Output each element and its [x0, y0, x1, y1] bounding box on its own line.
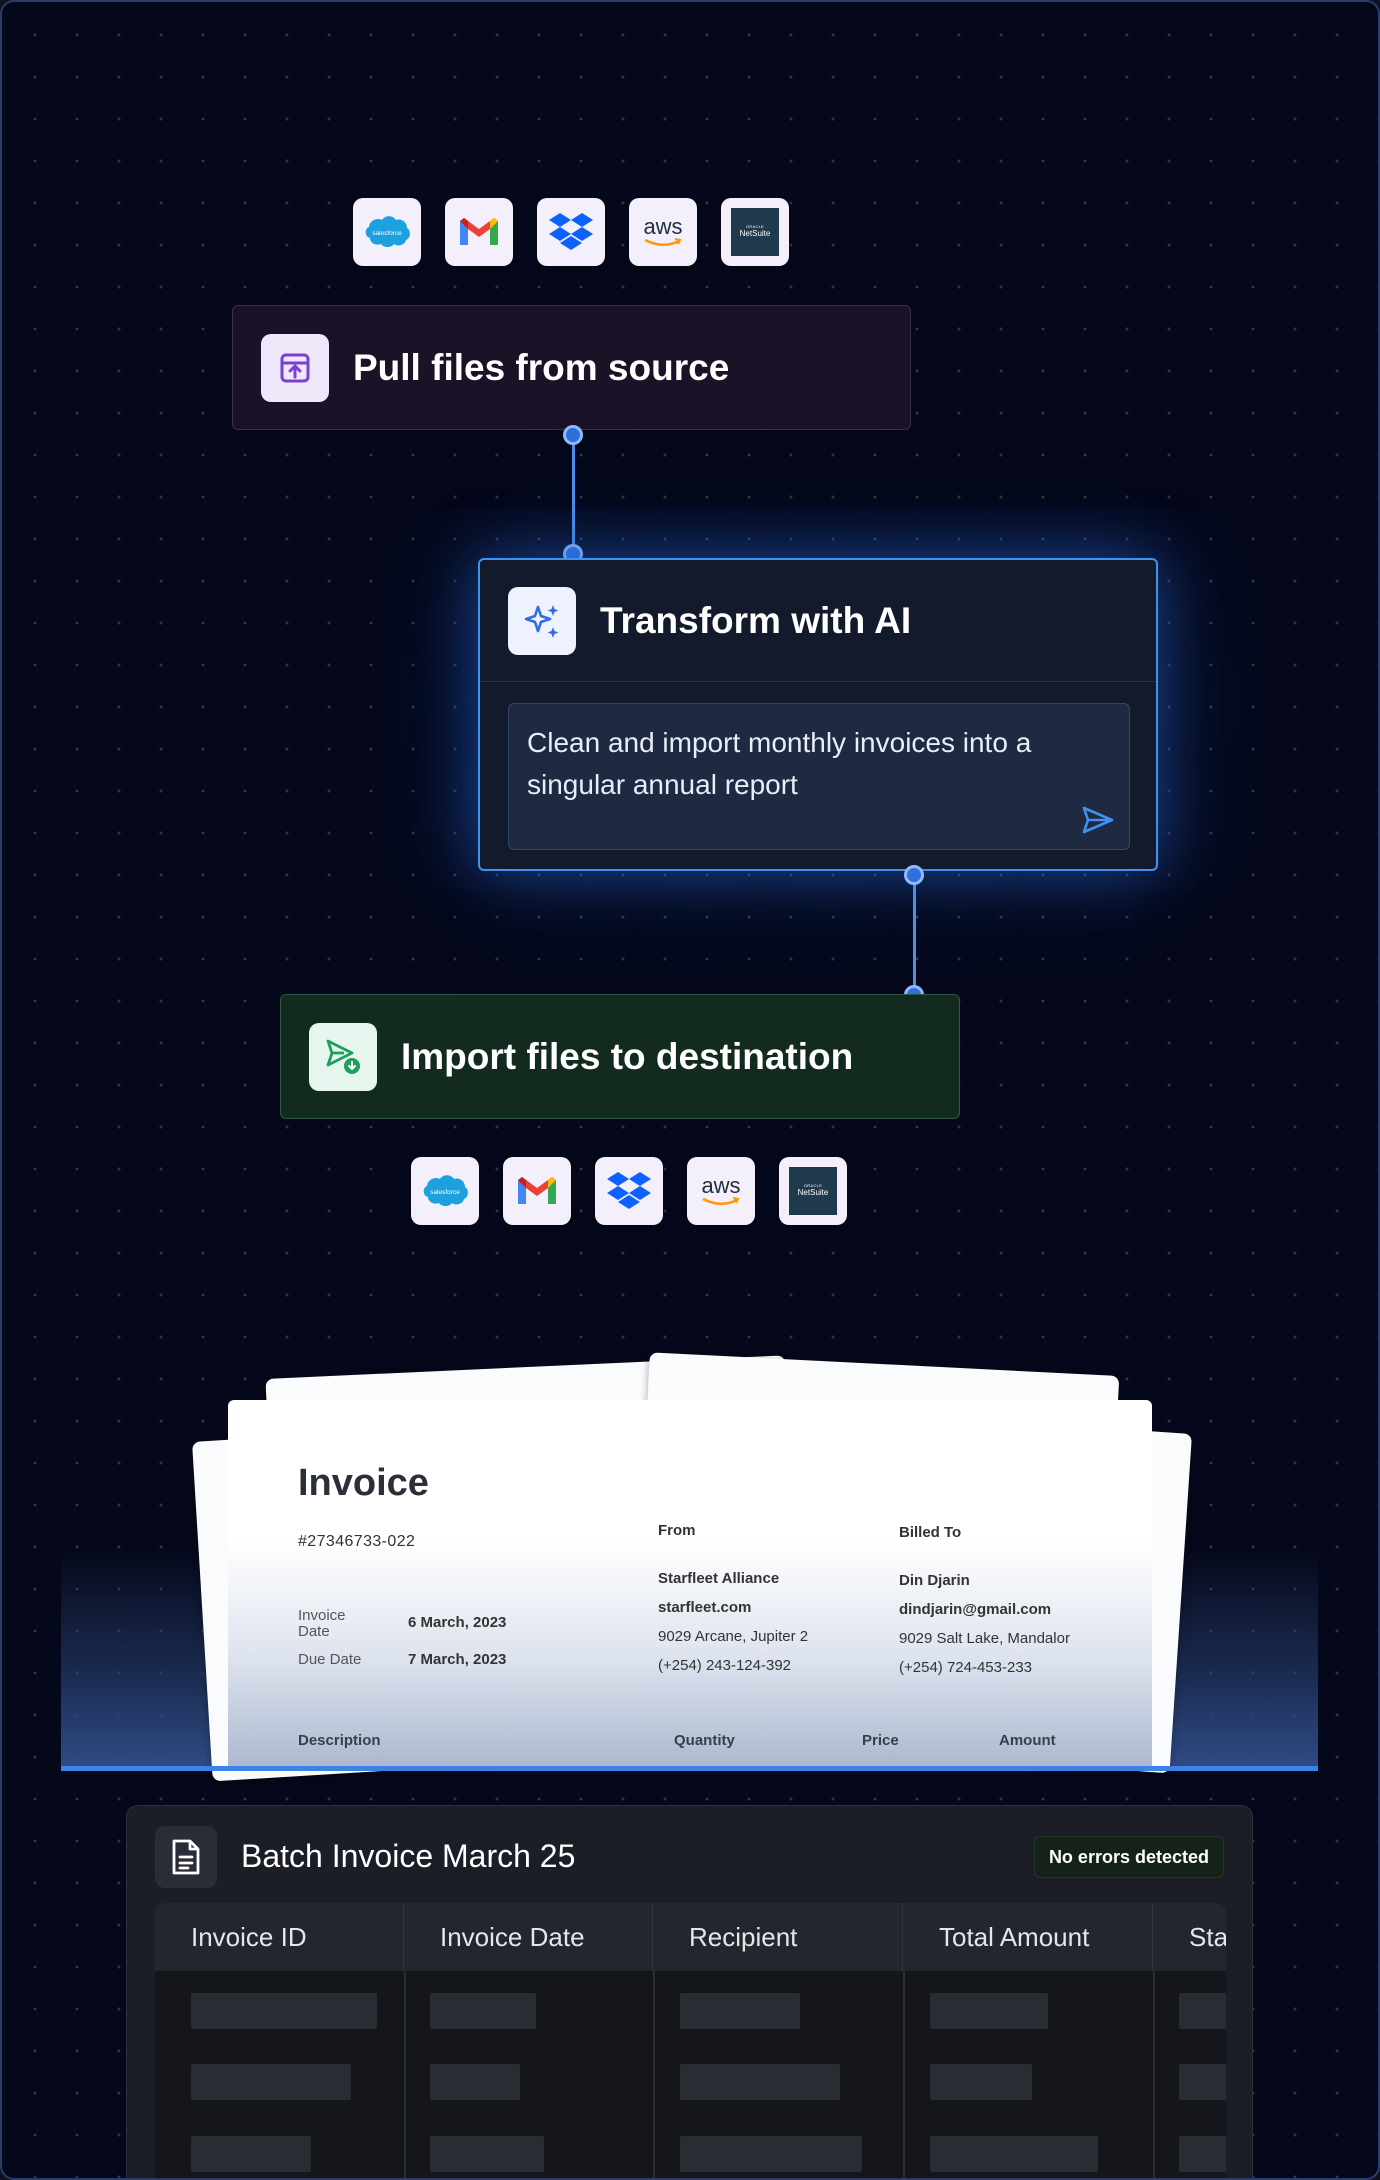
- col-price: Price: [862, 1732, 899, 1749]
- transform-ai-step[interactable]: Transform with AI Clean and import month…: [478, 558, 1158, 871]
- destination-icons: salesforce aws ORACLE: [411, 1157, 847, 1225]
- skeleton-cell: [191, 2064, 351, 2100]
- col-description: Description: [298, 1732, 381, 1749]
- send-download-icon: [309, 1022, 377, 1091]
- gmail-icon[interactable]: [445, 198, 513, 266]
- skeleton-cell: [1179, 2064, 1226, 2100]
- invoice-date-label: Invoice Date: [298, 1607, 346, 1640]
- skeleton-cell: [430, 2064, 520, 2100]
- connector-line: [572, 434, 575, 554]
- salesforce-icon[interactable]: salesforce: [411, 1157, 479, 1225]
- salesforce-icon[interactable]: salesforce: [353, 198, 421, 266]
- import-files-step[interactable]: Import files to destination: [280, 994, 960, 1119]
- billed-email: dindjarin@gmail.com: [899, 1601, 1052, 1618]
- send-icon[interactable]: [1081, 805, 1115, 835]
- skeleton-cell: [930, 2064, 1032, 2100]
- status-badge: No errors detected: [1033, 1836, 1224, 1878]
- netsuite-icon[interactable]: ORACLE NetSuite: [721, 198, 789, 266]
- sparkles-icon: [508, 586, 576, 655]
- ai-prompt-input[interactable]: Clean and import monthly invoices into a…: [508, 703, 1130, 850]
- svg-text:salesforce: salesforce: [372, 230, 402, 237]
- th-recipient[interactable]: Recipient: [653, 1903, 903, 1971]
- connector-line: [913, 874, 916, 994]
- archive-upload-icon: [261, 333, 329, 402]
- col-quantity: Quantity: [674, 1732, 735, 1749]
- skeleton-cell: [680, 1993, 800, 2029]
- skeleton-cell: [191, 2136, 311, 2172]
- batch-invoice-panel: Batch Invoice March 25 No errors detecte…: [126, 1805, 1253, 2178]
- billed-to-label: Billed To: [899, 1524, 962, 1541]
- skeleton-cell: [430, 1993, 536, 2029]
- document-icon: [155, 1826, 217, 1888]
- ai-prompt-text: Clean and import monthly invoices into a…: [527, 727, 1032, 800]
- connector-handle[interactable]: [904, 865, 924, 885]
- column-divider: [903, 1971, 905, 2178]
- invoice-document: Invoice #27346733-022 Invoice Date 6 Mar…: [228, 1400, 1152, 1770]
- due-date-value: 7 March, 2023: [408, 1651, 507, 1668]
- aws-icon[interactable]: aws: [687, 1157, 755, 1225]
- from-label: From: [658, 1522, 696, 1539]
- th-invoice-date[interactable]: Invoice Date: [404, 1903, 653, 1971]
- skeleton-cell: [930, 1993, 1048, 2029]
- pull-step-title: Pull files from source: [353, 346, 730, 388]
- from-phone: (+254) 243-124-392: [658, 1657, 792, 1674]
- gmail-icon[interactable]: [503, 1157, 571, 1225]
- batch-table: Invoice ID Invoice Date Recipient Total …: [155, 1903, 1226, 2178]
- transform-step-title: Transform with AI: [600, 599, 912, 641]
- from-address: 9029 Arcane, Jupiter 2: [658, 1628, 809, 1645]
- invoice-title: Invoice: [298, 1462, 429, 1504]
- billed-name: Din Djarin: [899, 1572, 970, 1589]
- batch-title: Batch Invoice March 25: [241, 1838, 576, 1874]
- column-divider: [404, 1971, 406, 2178]
- skeleton-cell: [930, 2136, 1098, 2172]
- column-divider: [653, 1971, 655, 2178]
- aws-icon[interactable]: aws: [629, 198, 697, 266]
- source-icons: salesforce aws ORACLE: [353, 198, 789, 266]
- from-site: starfleet.com: [658, 1599, 752, 1616]
- netsuite-icon[interactable]: ORACLE NetSuite: [779, 1157, 847, 1225]
- due-date-label: Due Date: [298, 1651, 362, 1668]
- table-header: Invoice ID Invoice Date Recipient Total …: [155, 1903, 1226, 1971]
- svg-text:salesforce: salesforce: [430, 1189, 460, 1196]
- dropbox-icon[interactable]: [595, 1157, 663, 1225]
- drop-zone-line: [61, 1766, 1318, 1771]
- invoice-number: #27346733-022: [298, 1533, 416, 1550]
- th-status[interactable]: Stat: [1189, 1921, 1226, 1952]
- transform-header: Transform with AI: [480, 560, 1156, 682]
- pull-files-step[interactable]: Pull files from source: [232, 305, 911, 430]
- billed-phone: (+254) 724-453-233: [899, 1659, 1033, 1676]
- skeleton-cell: [680, 2064, 840, 2100]
- th-total-amount[interactable]: Total Amount: [903, 1903, 1153, 1971]
- column-divider: [1153, 1971, 1155, 2178]
- connector-handle[interactable]: [563, 425, 583, 445]
- skeleton-cell: [680, 2136, 862, 2172]
- skeleton-cell: [430, 2136, 544, 2172]
- billed-address: 9029 Salt Lake, Mandalor: [899, 1630, 1070, 1647]
- th-invoice-id[interactable]: Invoice ID: [155, 1903, 404, 1971]
- skeleton-cell: [191, 1993, 377, 2029]
- from-name: Starfleet Alliance: [658, 1570, 780, 1587]
- import-step-title: Import files to destination: [401, 1035, 854, 1077]
- col-amount: Amount: [999, 1732, 1056, 1749]
- dropbox-icon[interactable]: [537, 198, 605, 266]
- skeleton-cell: [1179, 2136, 1226, 2172]
- skeleton-cell: [1179, 1993, 1226, 2029]
- invoice-date-value: 6 March, 2023: [408, 1614, 507, 1631]
